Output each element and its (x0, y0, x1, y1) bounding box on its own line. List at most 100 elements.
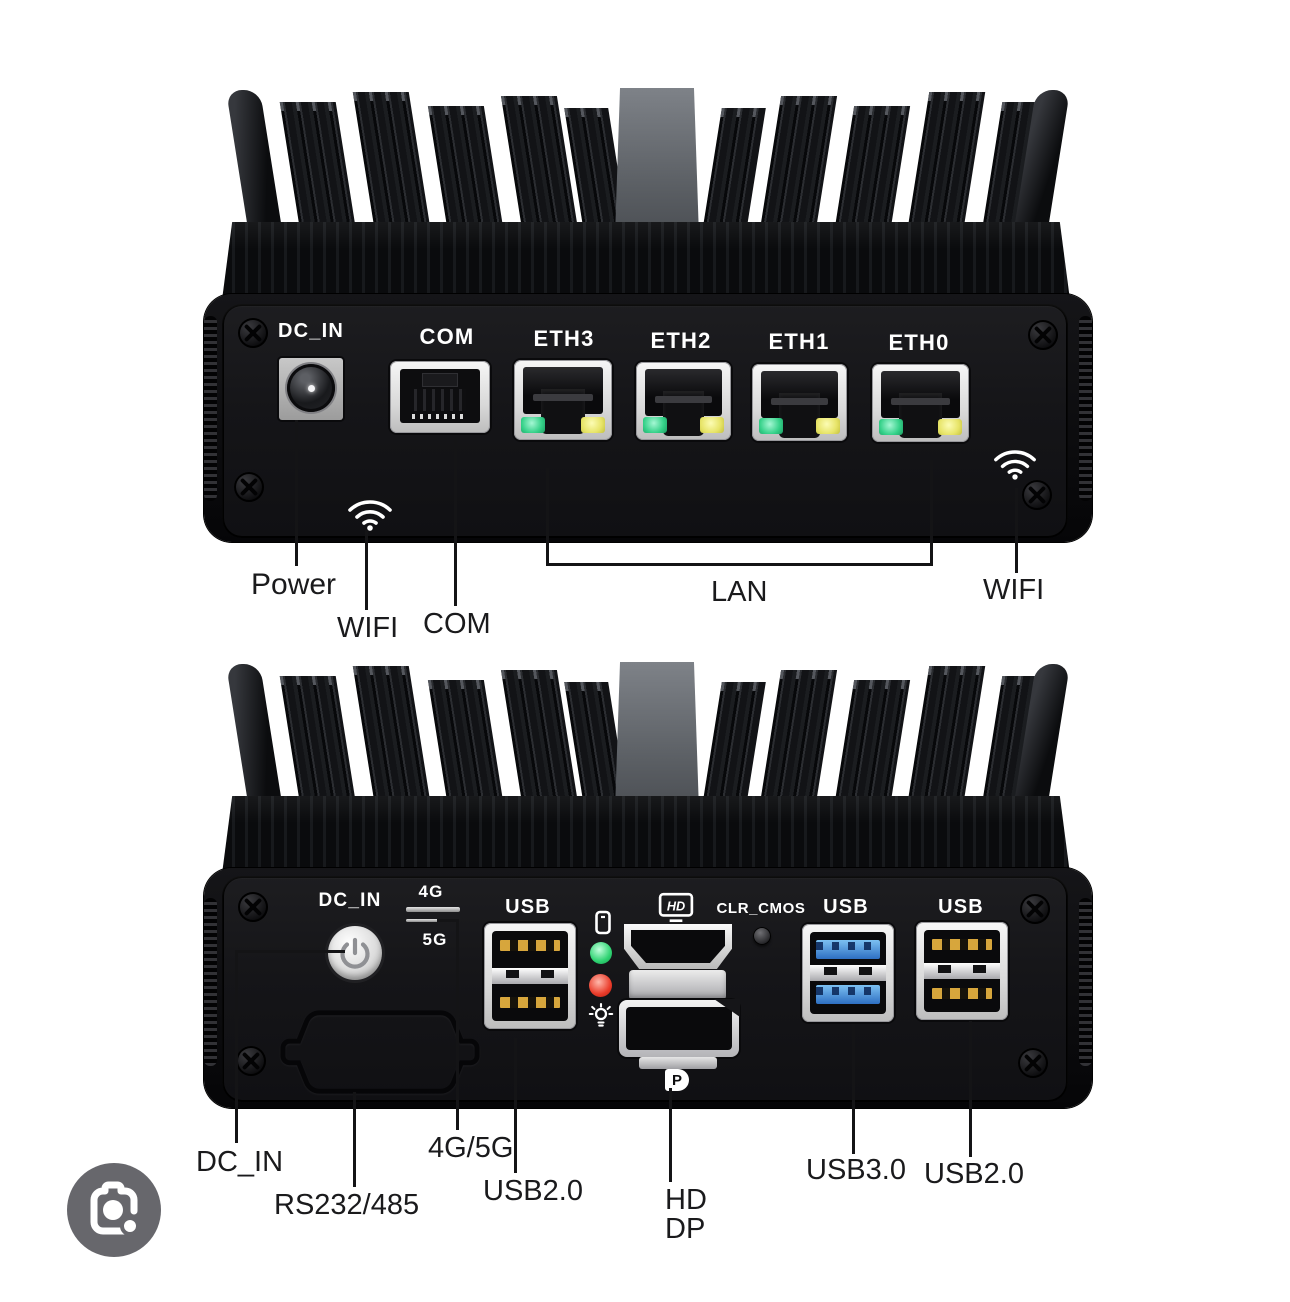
sim-slot[interactable] (406, 919, 442, 922)
leader-line-hd-dp (669, 1088, 672, 1182)
callout-com: COM (423, 608, 491, 640)
lan-bracket (546, 468, 549, 566)
screw-icon (238, 318, 268, 348)
displayport-icon: P (665, 1069, 689, 1091)
power-button[interactable] (328, 926, 382, 980)
leader-line-power (295, 420, 298, 566)
fin (906, 92, 986, 234)
link-led-green (521, 417, 545, 433)
clr-cmos-label: CLR_CMOS (716, 900, 806, 917)
fin (702, 108, 766, 232)
screw-icon (234, 472, 264, 502)
callout-usb2-right: USB2.0 (924, 1158, 1024, 1190)
lan-bracket (546, 563, 933, 566)
camera-lens-icon (67, 1163, 161, 1257)
leader-line-sim (456, 919, 459, 1130)
heatsink-base (222, 796, 1070, 874)
heatsink-edge-fin (225, 664, 285, 816)
fin (352, 666, 432, 808)
fin (279, 676, 357, 806)
fin (833, 680, 911, 808)
fin (352, 92, 432, 234)
eth2-port-label: ETH2 (650, 328, 712, 353)
displayport-port (619, 999, 740, 1057)
callout-dc-in: DC_IN (196, 1146, 284, 1178)
screw-icon (1028, 320, 1058, 350)
eth3-port (514, 360, 612, 440)
side-knurl (1079, 316, 1092, 501)
port-tab (639, 1057, 717, 1069)
eth3-port-label: ETH3 (533, 326, 595, 351)
usb2-right-port-label: USB (938, 896, 984, 918)
sim-slot[interactable] (406, 907, 460, 912)
side-knurl (1079, 898, 1092, 1066)
leader-line-serial (353, 1092, 356, 1187)
rj45-jack (761, 371, 838, 438)
link-led-green (643, 417, 667, 433)
eth1-port-label: ETH1 (768, 329, 830, 354)
callout-lan: LAN (711, 576, 768, 608)
callout-usb3: USB3.0 (806, 1154, 906, 1186)
fin (427, 106, 505, 234)
hd-monitor-icon: HD (658, 892, 694, 923)
callout-power: Power (251, 568, 337, 601)
link-led-green (879, 419, 903, 435)
leader-line-usb2-left (514, 1038, 517, 1173)
callout-dp: DP (665, 1213, 706, 1245)
heatsink-edge-fin (225, 90, 285, 242)
eth0-port-label: ETH0 (888, 330, 950, 355)
port-spacer-block (629, 970, 726, 1000)
status-led (589, 974, 612, 997)
eth0-port (872, 364, 969, 442)
eth1-port (752, 364, 847, 441)
dc-in-port-label: DC_IN (277, 320, 344, 342)
fin (758, 670, 838, 810)
side-knurl (204, 898, 217, 1066)
usb2-dual-port (916, 922, 1008, 1020)
callout-serial: RS232/485 (274, 1189, 420, 1221)
leader-line-sim (437, 919, 459, 922)
screw-icon (238, 892, 268, 922)
wifi-icon (994, 450, 1036, 480)
side-knurl (204, 316, 217, 501)
com-port-label: COM (419, 324, 475, 349)
lan-bracket (930, 460, 933, 566)
dc-in-jack (279, 358, 343, 420)
hd-badge-text: HD (667, 900, 685, 914)
front-panel: DC_IN 4G 5G USB (222, 876, 1068, 1102)
usb2-left-port-label: USB (505, 896, 551, 918)
leader-line-usb2-right (969, 1021, 972, 1157)
usb-divider (924, 963, 1000, 979)
leader-line-wifi-right (1015, 488, 1018, 573)
wifi-icon (348, 500, 392, 531)
clear-cmos-button[interactable] (753, 927, 771, 945)
usb-divider (492, 968, 568, 984)
usb3-dual-port (802, 924, 894, 1022)
fin (906, 666, 986, 808)
fin (758, 96, 838, 236)
callout-usb2-left: USB2.0 (483, 1175, 583, 1207)
callout-hd: HD (665, 1184, 707, 1216)
screw-icon (1018, 1048, 1048, 1078)
callout-wifi-left: WIFI (337, 612, 399, 644)
rear-panel: DC_IN COM ETH3 ETH2 ETH1 ETH0 (222, 304, 1068, 538)
lens-search-button[interactable] (66, 1162, 162, 1258)
sim-4g-label: 4G (418, 882, 444, 901)
leader-line-usb3 (852, 1024, 855, 1154)
activity-led-yellow (581, 417, 605, 433)
com-jack (400, 369, 480, 423)
bulb-icon (588, 1002, 614, 1027)
fin (279, 102, 357, 232)
fin (427, 680, 505, 808)
power-led (590, 942, 612, 964)
activity-led-yellow (700, 417, 724, 433)
heatsink-base (222, 222, 1070, 300)
heatsink-rear (218, 88, 1074, 300)
rj45-jack (881, 371, 960, 438)
usb3-port-label: USB (823, 896, 869, 918)
usb-divider (810, 965, 886, 981)
link-led-green (759, 418, 783, 434)
com-port (390, 361, 490, 433)
dc-in-button-label: DC_IN (318, 890, 382, 911)
